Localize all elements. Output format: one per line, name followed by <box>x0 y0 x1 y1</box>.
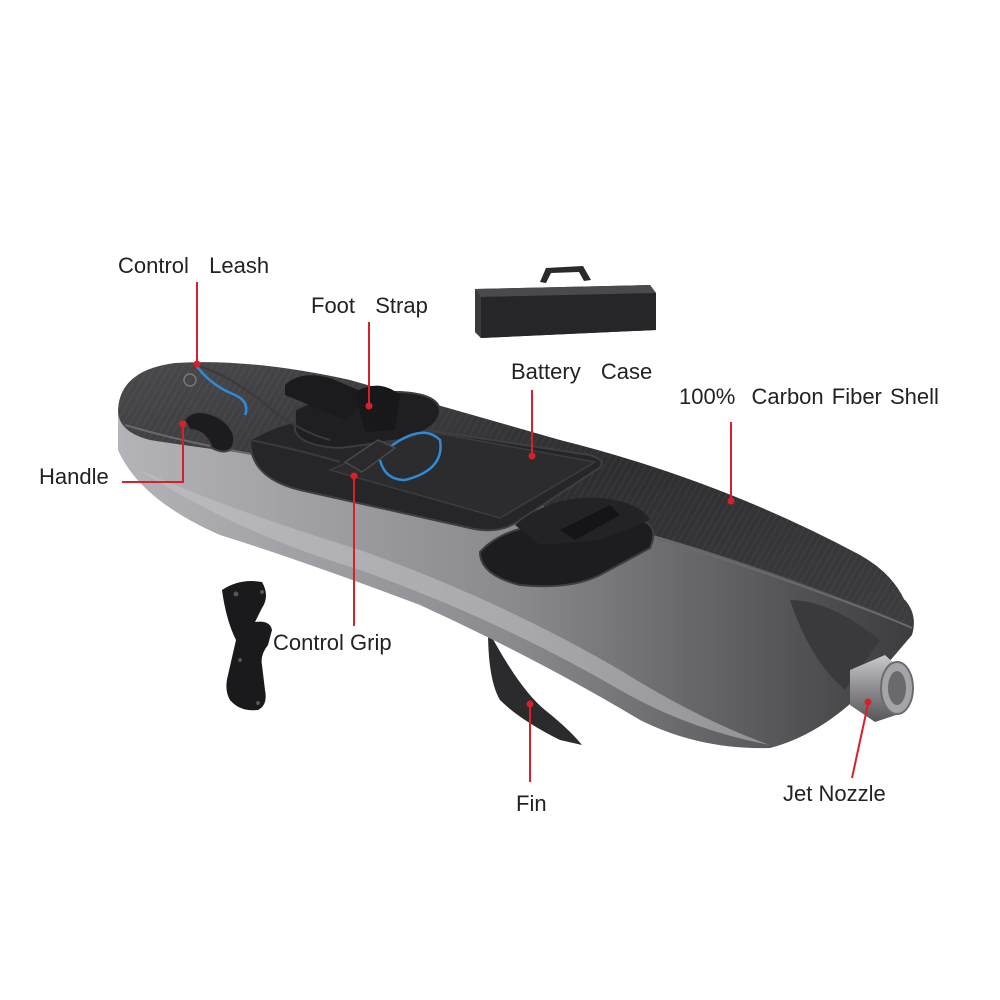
callout-dot-battery <box>528 452 536 460</box>
battery-case-icon <box>475 266 656 338</box>
callout-dot-foot-strap <box>365 402 373 410</box>
label-jet-nozzle: Jet Nozzle <box>783 781 886 806</box>
jet-nozzle <box>850 655 914 722</box>
callout-dot-fin <box>526 700 534 708</box>
label-fin: Fin <box>516 791 547 816</box>
label-carbon-shell: 100% Carbon Fiber Shell <box>679 384 939 409</box>
handle <box>182 411 236 453</box>
fin <box>488 630 582 745</box>
callout-dot-handle <box>179 420 187 428</box>
label-control-grip: Control Grip <box>273 630 392 655</box>
label-control-leash: Control Leash <box>118 253 270 278</box>
label-foot-strap: Foot Strap <box>311 293 428 318</box>
callout-line-nozzle <box>851 703 869 779</box>
control-grip-icon <box>222 581 272 711</box>
foot-strap-front <box>285 375 442 450</box>
foot-strap-rear <box>478 497 655 588</box>
label-handle: Handle <box>39 464 109 489</box>
callout-lines <box>122 282 872 782</box>
callout-dot-nozzle <box>864 698 872 706</box>
callout-dot-grip <box>350 472 358 480</box>
control-leash-cable <box>183 364 442 482</box>
label-battery-case: Battery Case <box>511 359 653 384</box>
callout-dot-leash <box>193 360 201 368</box>
callout-dot-shell <box>727 497 735 505</box>
control-grip-deck <box>343 439 397 473</box>
